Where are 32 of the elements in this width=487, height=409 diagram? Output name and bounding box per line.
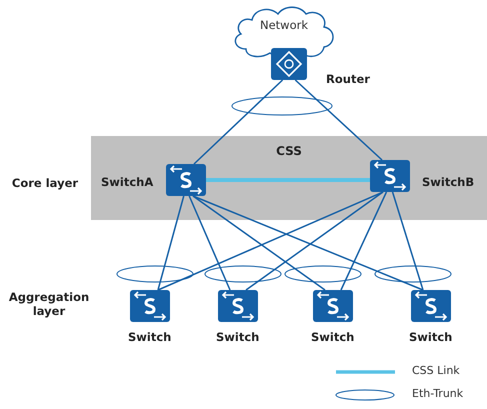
switch-icon: [411, 290, 451, 322]
device-label: SwitchB: [422, 175, 474, 189]
link-line: [392, 192, 424, 290]
link-line: [340, 192, 388, 290]
legend-label: CSS Link: [412, 364, 460, 377]
link-line: [158, 191, 384, 291]
link-line: [193, 79, 284, 165]
band-title: CSS: [275, 144, 303, 158]
switch-icon: [370, 160, 410, 192]
layer-label: Aggregation layer: [8, 290, 90, 318]
device-label: Switch: [311, 330, 354, 344]
device-label: Router: [326, 72, 370, 86]
link-line: [246, 191, 384, 291]
switch-icon: [313, 290, 353, 322]
legend-label: Eth-Trunk: [412, 387, 464, 400]
css-band: [91, 136, 487, 220]
link-line: [192, 195, 326, 291]
device-label: Switch: [409, 330, 452, 344]
device-label: Switch: [216, 330, 260, 344]
switch-icon: [130, 290, 170, 322]
switch-icon: [218, 290, 258, 322]
layer-label: Core layer: [10, 176, 80, 190]
device-label: SwitchA: [101, 175, 154, 189]
css-link: [206, 178, 370, 182]
link-line: [294, 79, 382, 161]
router-icon: [271, 48, 307, 80]
cloud-label: Network: [260, 18, 308, 32]
link-line: [188, 196, 231, 290]
device-label: Switch: [128, 330, 172, 344]
switch-icon: [166, 164, 206, 196]
link-line: [192, 195, 424, 291]
link-line: [157, 196, 184, 290]
